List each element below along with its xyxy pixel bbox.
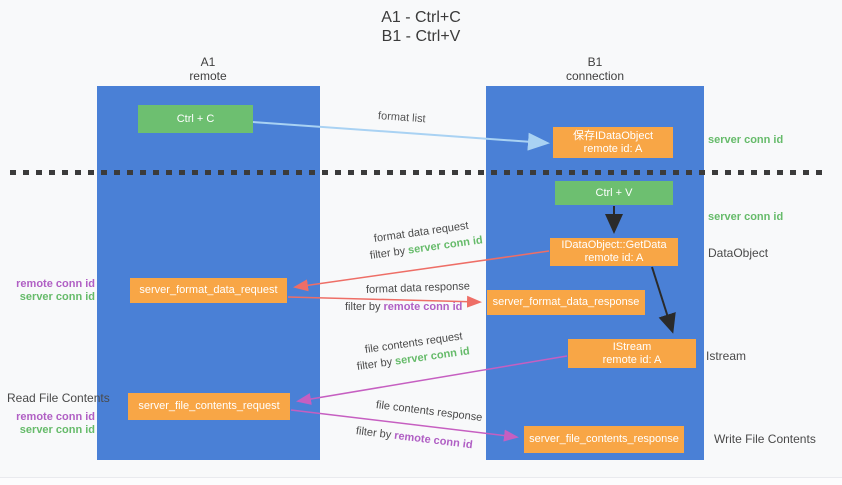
- edge-label-filter-by-remote-conn-id-1: filter by remote conn id: [345, 301, 462, 313]
- remote-conn-id-text: remote conn id: [383, 301, 463, 313]
- node-server-format-data-request: server_format_data_request: [130, 278, 287, 303]
- filter-by-text: filter by: [369, 244, 409, 262]
- node-format-request-label: server_format_data_request: [139, 284, 278, 296]
- side-label-server-conn-id-top: server conn id: [708, 134, 784, 146]
- column-header-a1: A1 remote: [148, 55, 268, 83]
- edge-label-filter-by-remote-conn-id-2: filter by remote conn id: [355, 425, 473, 451]
- side-label-write-file-contents: Write File Contents: [714, 432, 816, 446]
- side-label-read-file-contents: Read File Contents: [7, 391, 110, 405]
- node-istream-line2: remote id: A: [602, 353, 662, 366]
- window-bottom-edge: [0, 477, 842, 485]
- edge-label-format-list: format list: [377, 110, 426, 126]
- remote-conn-id-label: remote conn id: [16, 411, 95, 423]
- node-ctrl-v-label: Ctrl + V: [595, 186, 633, 199]
- node-format-response-label: server_format_data_response: [492, 296, 640, 308]
- node-save-idataobject-line1: 保存IDataObject: [572, 129, 654, 142]
- node-server-file-contents-response: server_file_contents_response: [524, 426, 684, 453]
- filter-by-text: filter by: [356, 355, 396, 373]
- title-line-1: A1 - Ctrl+C: [381, 9, 461, 26]
- server-conn-id-label: server conn id: [19, 291, 95, 303]
- edge-label-format-data-response: format data response: [365, 280, 471, 296]
- left-conn-id-group-top: remote conn id server conn id: [0, 278, 95, 304]
- side-label-server-conn-id-mid: server conn id: [708, 211, 784, 223]
- server-conn-id-label: server conn id: [19, 424, 95, 436]
- dotted-separator-line: [10, 170, 825, 175]
- node-ctrl-v: Ctrl + V: [555, 181, 673, 205]
- side-label-istream: Istream: [706, 349, 747, 363]
- column-b1-subtitle: connection: [565, 69, 625, 83]
- node-istream: IStream remote id: A: [568, 339, 696, 368]
- remote-conn-id-text: remote conn id: [393, 429, 474, 452]
- node-server-format-data-response: server_format_data_response: [487, 290, 645, 315]
- title-line-2: B1 - Ctrl+V: [381, 28, 461, 45]
- node-ctrl-c: Ctrl + C: [138, 105, 253, 133]
- node-file-request-label: server_file_contents_request: [138, 400, 280, 412]
- column-b1-name: B1: [587, 55, 603, 69]
- node-getdata-line1: IDataObject::GetData: [561, 239, 667, 251]
- node-file-response-label: server_file_contents_response: [529, 433, 679, 445]
- column-header-b1: B1 connection: [535, 55, 655, 83]
- remote-conn-id-label: remote conn id: [16, 278, 95, 290]
- node-istream-line1: IStream: [612, 340, 652, 353]
- node-server-file-contents-request: server_file_contents_request: [128, 393, 290, 420]
- filter-by-text: filter by: [355, 425, 395, 442]
- node-save-idataobject: 保存IDataObject remote id: A: [553, 127, 673, 158]
- node-idataobject-getdata: IDataObject::GetData remote id: A: [550, 238, 678, 266]
- filter-by-text: filter by: [345, 301, 384, 313]
- node-save-idataobject-line2: remote id: A: [583, 142, 643, 155]
- column-a1-name: A1: [200, 55, 216, 69]
- side-label-dataobject: DataObject: [708, 246, 769, 260]
- node-getdata-line2: remote id: A: [584, 252, 644, 264]
- column-a1-subtitle: remote: [189, 69, 227, 83]
- diagram-title: A1 - Ctrl+C B1 - Ctrl+V: [321, 8, 521, 46]
- edge-label-file-contents-response: file contents response: [375, 399, 483, 424]
- left-conn-id-group-bottom: remote conn id server conn id: [0, 411, 95, 437]
- node-ctrl-c-label: Ctrl + C: [176, 112, 215, 125]
